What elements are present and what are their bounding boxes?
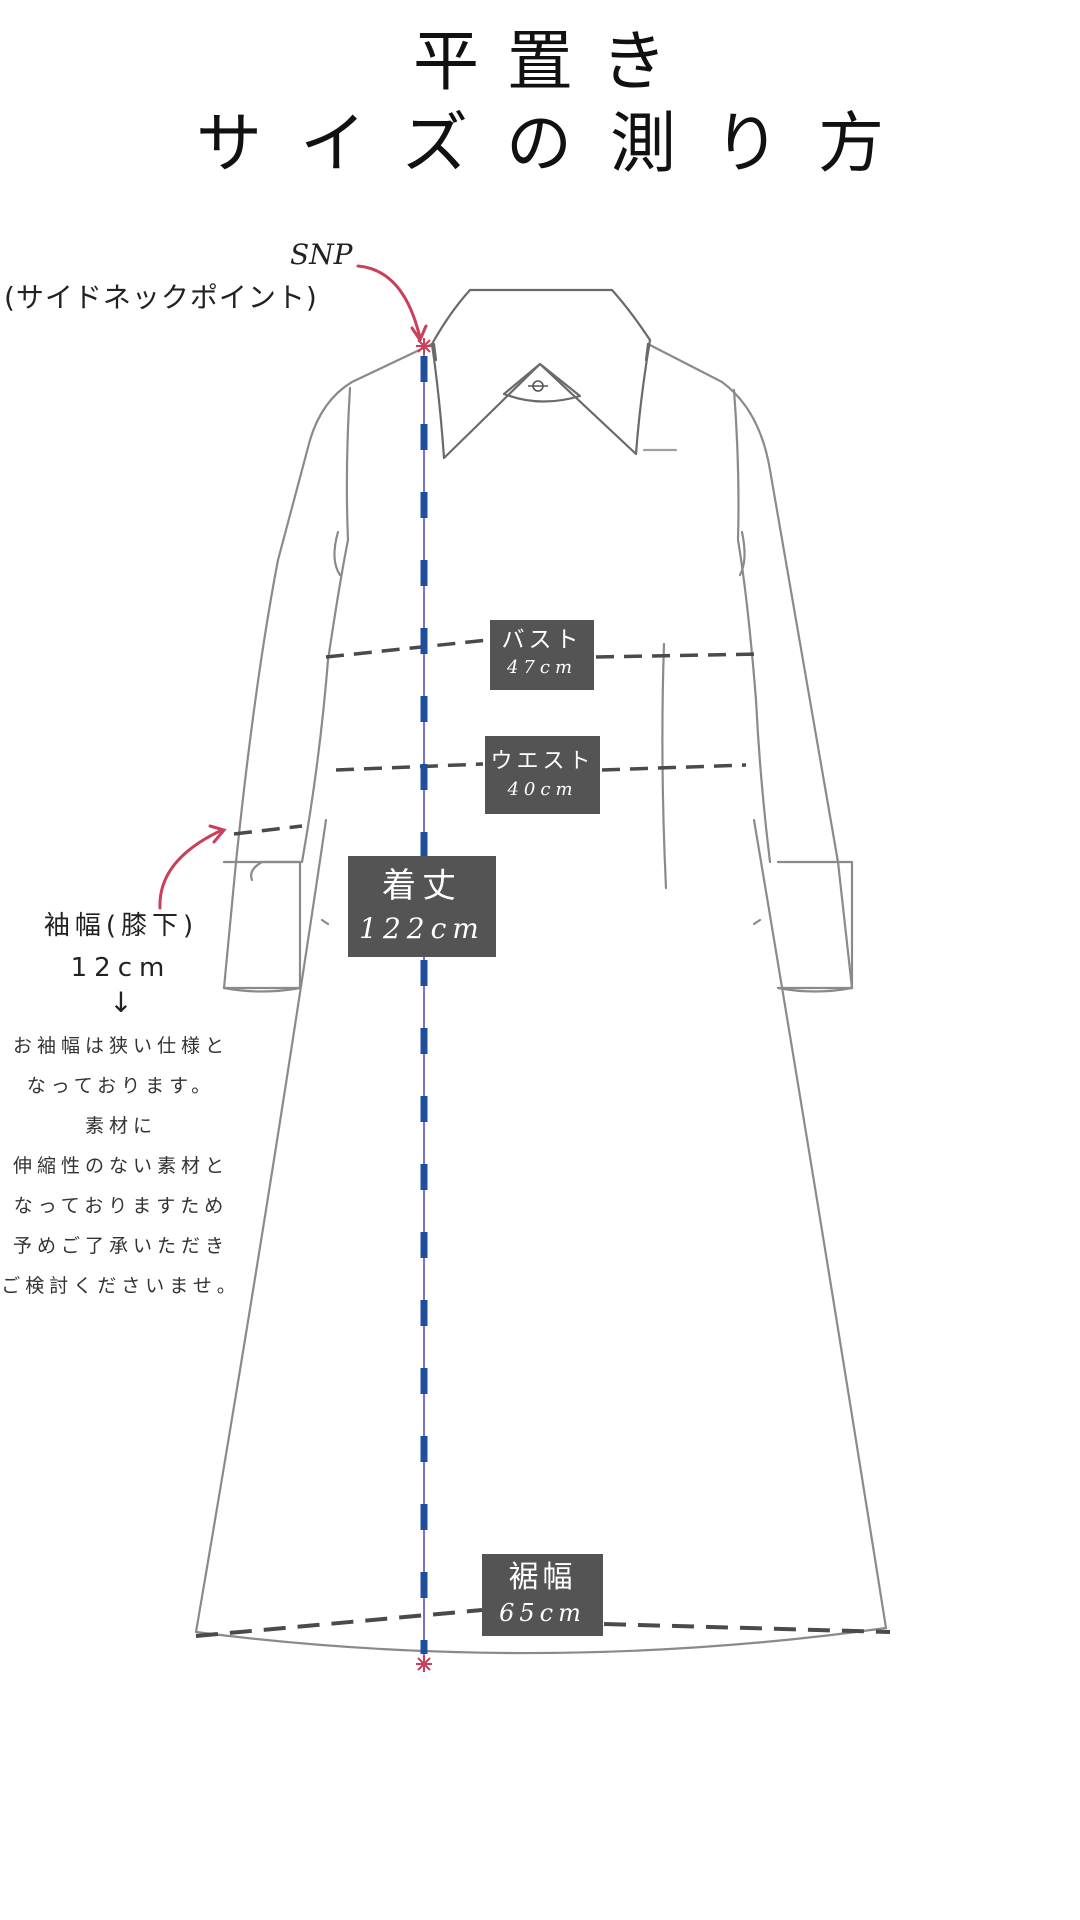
hem-tag: 裾幅 65cm [482,1554,603,1636]
sleeve-measure-line [233,824,303,836]
bust-value: 47cm [506,657,578,678]
hem-label: 裾幅 [508,1560,577,1595]
note-line: ご検討くださいませ。 [1,1275,241,1297]
waist-label: ウエスト [490,749,595,774]
hem-star-icon [416,1656,432,1672]
waist-measure-line [335,762,747,772]
note-line: 素材に [84,1115,157,1137]
length-value: 122cm [359,912,485,945]
note-line: お袖幅は狭い仕様と [12,1035,229,1057]
bust-label: バスト [501,627,583,653]
collar-button-icon [528,380,548,392]
waist-value: 40cm [507,779,578,800]
page-title-line-2: サイズの測り方 [195,105,923,182]
length-label: 着丈 [382,866,462,906]
sleeve-label: 袖幅(膝下) [43,911,199,941]
snp-term: SNP [290,238,353,271]
note-line: 予めご了承いただき [12,1235,229,1257]
dress-outline [194,342,888,1655]
hem-value: 65cm [499,1599,586,1627]
waist-tag: ウエスト 40cm [485,736,600,814]
hem-measure-line [195,1608,891,1638]
note-line: 伸縮性のない素材と [12,1155,229,1177]
length-tag: 着丈 122cm [348,856,496,957]
bust-tag: バスト 47cm [490,620,594,690]
snp-arrow [356,264,428,344]
sleeve-note: お袖幅は狭い仕様と なっております。 素材に 伸縮性のない素材と なっております… [0,1026,242,1306]
snp-full-name: (サイドネックポイント) [4,281,318,314]
collar [430,288,678,460]
down-arrow-icon: ↓ [109,986,133,1019]
note-line: なっておりますため [13,1195,229,1217]
page-title-line-1: 平置き [413,23,695,100]
note-line: なっております。 [26,1075,216,1097]
sleeve-value: 12cm [70,953,172,983]
snp-star-icon [416,338,432,354]
sleeve-arrow [158,824,227,910]
